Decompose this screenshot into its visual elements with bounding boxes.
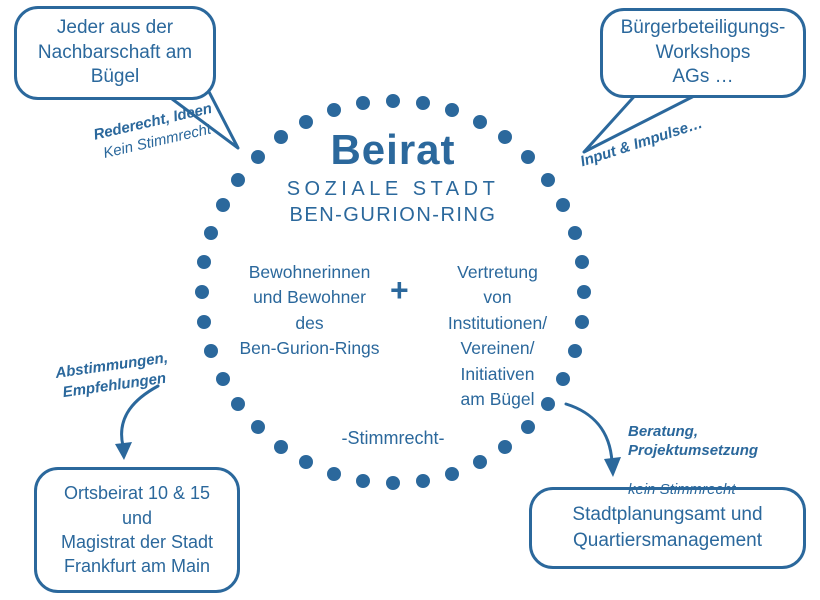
- institutions-group-label: Vertretung von Institutionen/ Vereinen/ …: [447, 262, 548, 409]
- circle-heading: Beirat SOZIALE STADT BEN-GURION-RING: [233, 126, 553, 227]
- arrowhead-bottom-right: [604, 457, 621, 477]
- note-top-right: Input & Impulse…: [578, 114, 705, 171]
- bubble-stadtplanungsamt: Stadtplanungsamt und Quartiersmanagement: [529, 487, 806, 569]
- circle-dot: [204, 344, 219, 359]
- circle-dot: [577, 285, 591, 299]
- circle-dot: [445, 466, 460, 481]
- circle-dot: [567, 344, 582, 359]
- arrowhead-bottom-left: [115, 442, 132, 460]
- circle-dot: [521, 149, 536, 164]
- circle-dot: [445, 103, 460, 118]
- circle-dot: [472, 455, 487, 470]
- circle-dot: [215, 371, 230, 386]
- circle-dot: [195, 285, 209, 299]
- circle-dot: [556, 371, 571, 386]
- circle-dot: [574, 255, 589, 270]
- circle-dot: [540, 172, 555, 187]
- circle-dot: [386, 476, 400, 490]
- circle-dot: [273, 439, 288, 454]
- circle-dot: [556, 198, 571, 213]
- bubble-workshops: Bürgerbeteiligungs- Workshops AGs …: [600, 8, 806, 98]
- note-bottom-right-bold: Beratung, Projektumsetzung: [628, 422, 759, 460]
- note-bottom-right-rest: kein Stimmrecht: [628, 481, 736, 498]
- subtitle-line2: BEN-GURION-RING: [289, 204, 497, 226]
- circle-dot: [197, 255, 212, 270]
- note-bottom-right: Beratung, Projektumsetzung kein Stimmrec…: [628, 402, 803, 519]
- circle-dot: [540, 397, 555, 412]
- circle-dot: [273, 130, 288, 145]
- residents-group-label: Bewohnerinnen und Bewohner des Ben-Gurio…: [239, 262, 380, 359]
- circle-dot: [386, 94, 400, 108]
- circle-dot: [415, 473, 430, 488]
- circle-dot: [326, 103, 341, 118]
- arrow-bottom-left: [120, 384, 160, 448]
- circle-dot: [567, 225, 582, 240]
- circle-dot: [498, 130, 513, 145]
- arrow-bottom-right: [564, 402, 614, 464]
- subtitle-line1: SOZIALE STADT: [286, 178, 500, 200]
- circle-dot: [231, 172, 246, 187]
- circle-dot: [197, 314, 212, 329]
- circle-dot: [204, 225, 219, 240]
- circle-dot: [356, 473, 371, 488]
- bubble-neighborhood: Jeder aus der Nachbarschaft am Bügel: [14, 6, 216, 100]
- circle-dot: [356, 96, 371, 111]
- circle-dot: [231, 397, 246, 412]
- plus-sign: +: [390, 272, 409, 308]
- note-bottom-left: Abstimmungen, Empfehlungen: [54, 349, 169, 401]
- circle-dot: [326, 466, 341, 481]
- bubble-ortsbeirat-magistrat: Ortsbeirat 10 & 15 und Magistrat der Sta…: [34, 467, 240, 593]
- circle-dot: [521, 420, 536, 435]
- note-top-left: Rederecht, Ideen Kein Stimmrecht: [74, 95, 237, 169]
- circle-dot: [250, 149, 265, 164]
- circle-dot: [574, 314, 589, 329]
- circle-dot: [299, 455, 314, 470]
- diagram-title: Beirat: [330, 126, 456, 173]
- circle-dot: [215, 198, 230, 213]
- circle-dot: [415, 96, 430, 111]
- circle-dot: [472, 114, 487, 129]
- voting-right-note: -Stimmrecht-: [341, 428, 445, 448]
- circle-dot: [250, 420, 265, 435]
- circle-dot: [498, 439, 513, 454]
- circle-dot: [299, 114, 314, 129]
